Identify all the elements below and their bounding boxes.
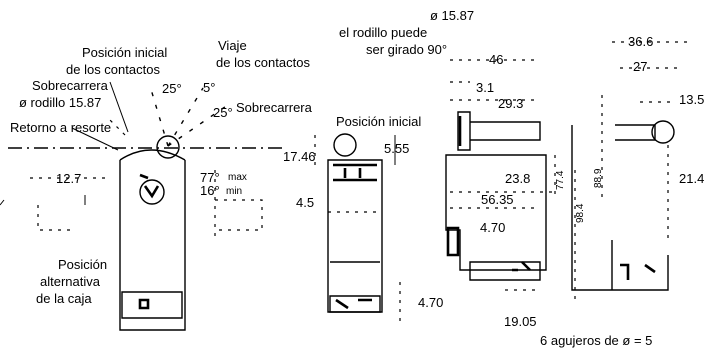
dim-12-7: 12.7 [56, 171, 81, 186]
retorno-leader [71, 127, 119, 151]
rodillo-leader [109, 81, 129, 133]
dim-98-4: 98.4 [575, 203, 586, 223]
switch-body [119, 160, 186, 331]
dim-13-5: 13.5 [679, 92, 704, 107]
base-plug [121, 291, 183, 319]
right-lever-arm [470, 121, 541, 141]
angle-5: 5° [203, 80, 215, 95]
middle-head-band [333, 163, 377, 182]
angle-77-max: max [228, 172, 247, 183]
posicion-alternativa-label-1: Posición [58, 257, 107, 272]
rodillo-top-label-3: ser girado 90° [366, 42, 447, 57]
dim-5-55: 5.55 [384, 141, 409, 156]
switch-head [119, 149, 186, 161]
middle-roller [333, 133, 357, 157]
dim-88-9: 88.9 [593, 168, 604, 188]
left-view [0, 81, 285, 331]
retorno-label: Retorno a resorte [10, 120, 111, 135]
middle-head-marks [343, 168, 362, 178]
middle-body [327, 159, 383, 313]
far-right-arm [615, 124, 656, 141]
dim-17-46: 17.46 [283, 149, 316, 164]
posicion-alternativa-label-2: alternativa [40, 274, 101, 289]
rodillo-left-label: ø rodillo 15.87 [19, 95, 101, 110]
right-dashed-outline [215, 199, 263, 231]
sobrecarrera-right-label: Sobrecarrera [236, 100, 313, 115]
far-right-body [571, 125, 669, 291]
dim-56-35: 56.35 [481, 192, 514, 207]
rodillo-top-label-2: el rodillo puede [339, 25, 427, 40]
dim-77-4: 77.4 [555, 170, 566, 190]
viaje-label-1: Viaje [218, 38, 247, 53]
middle-view [314, 133, 401, 322]
far-right-roller [651, 120, 675, 144]
angle-16-min: min [226, 186, 242, 197]
right-base-detail [512, 261, 531, 272]
lever-angle-line-4 [109, 119, 126, 136]
angle-16: 16° [200, 183, 220, 198]
middle-base-detail [335, 298, 372, 310]
roller-circle [156, 135, 180, 159]
angle-25-b: 25° [213, 105, 233, 120]
right-conduit [446, 226, 460, 257]
sobrecarrera-left-label: Sobrecarrera [32, 78, 109, 93]
left-dashed-outline [37, 205, 70, 231]
dim-29-3: 29.3 [498, 96, 523, 111]
right-roller-edge [457, 111, 471, 151]
right-view [445, 59, 603, 300]
agujeros-label: 6 agujeros de ø = 5 [540, 333, 652, 348]
base-plug-detail [138, 298, 150, 310]
head-cam-circle [139, 179, 165, 205]
head-detail [139, 173, 160, 199]
far-right-base-detail [620, 263, 656, 280]
dim-19-05: 19.05 [504, 314, 537, 329]
posicion-inicial-contactos-label-1: Posición inicial [82, 45, 167, 60]
middle-base-plug [329, 295, 381, 313]
dim-21-4: 21.4 [679, 171, 704, 186]
lever-angle-line-1 [149, 85, 169, 147]
dim-4-5: 4.5 [296, 195, 314, 210]
far-right-view [571, 41, 690, 291]
posicion-alternativa-label-3: de la caja [36, 291, 92, 306]
dim-27: 27 [633, 59, 647, 74]
dim-46: 46 [489, 52, 503, 67]
edge-tick [0, 199, 5, 206]
right-base [469, 261, 541, 281]
dim-23-8: 23.8 [505, 171, 530, 186]
angle-25-a: 25° [162, 81, 182, 96]
viaje-label-2: de los contactos [216, 55, 310, 70]
dim-3-1: 3.1 [476, 80, 494, 95]
right-body-outline [445, 154, 547, 271]
posicion-inicial-label: Posición inicial [336, 114, 421, 129]
angle-77: 77° [200, 170, 220, 185]
dim-36-6: 36.6 [628, 34, 653, 49]
posicion-inicial-contactos-label-2: de los contactos [66, 62, 160, 77]
rodillo-top-label-1: ø 15.87 [430, 8, 474, 23]
dim-4-70-a: 4.70 [418, 295, 443, 310]
dim-4-70-b: 4.70 [480, 220, 505, 235]
